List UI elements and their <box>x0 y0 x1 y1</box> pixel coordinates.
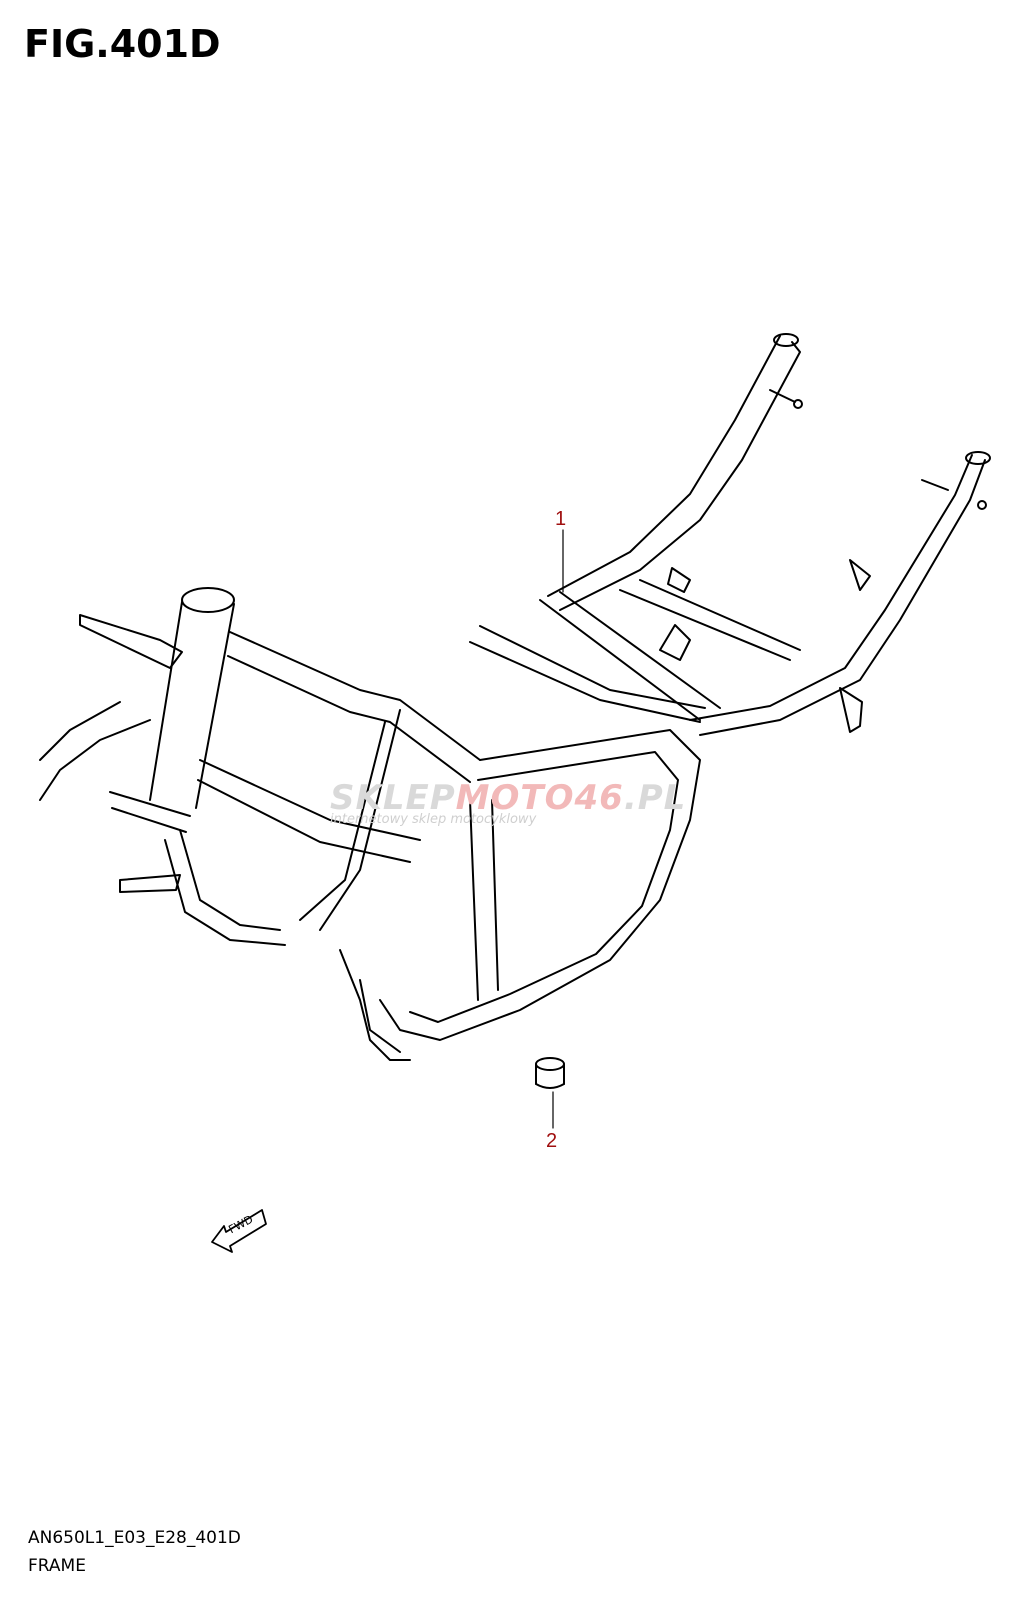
head-tube <box>79 587 235 833</box>
watermark: SKLEPMOTO46.PL <box>330 778 687 818</box>
callout-1: 1 <box>555 508 567 530</box>
lower-cradle <box>339 729 701 1061</box>
rear-rail-right <box>547 333 803 611</box>
rear-rail-left <box>689 451 991 736</box>
spacer-part <box>535 1057 565 1089</box>
part-group-name: FRAME <box>28 1556 86 1576</box>
callout-2: 2 <box>546 1130 558 1152</box>
drawing-code: AN650L1_E03_E28_401D <box>28 1528 241 1548</box>
main-frame <box>39 631 481 946</box>
watermark-subtitle: internetowy sklep motocyklowy <box>330 812 537 827</box>
cross-members <box>469 567 801 723</box>
fwd-arrow-icon <box>211 1209 267 1253</box>
figure-title: FIG.401D <box>24 22 221 66</box>
